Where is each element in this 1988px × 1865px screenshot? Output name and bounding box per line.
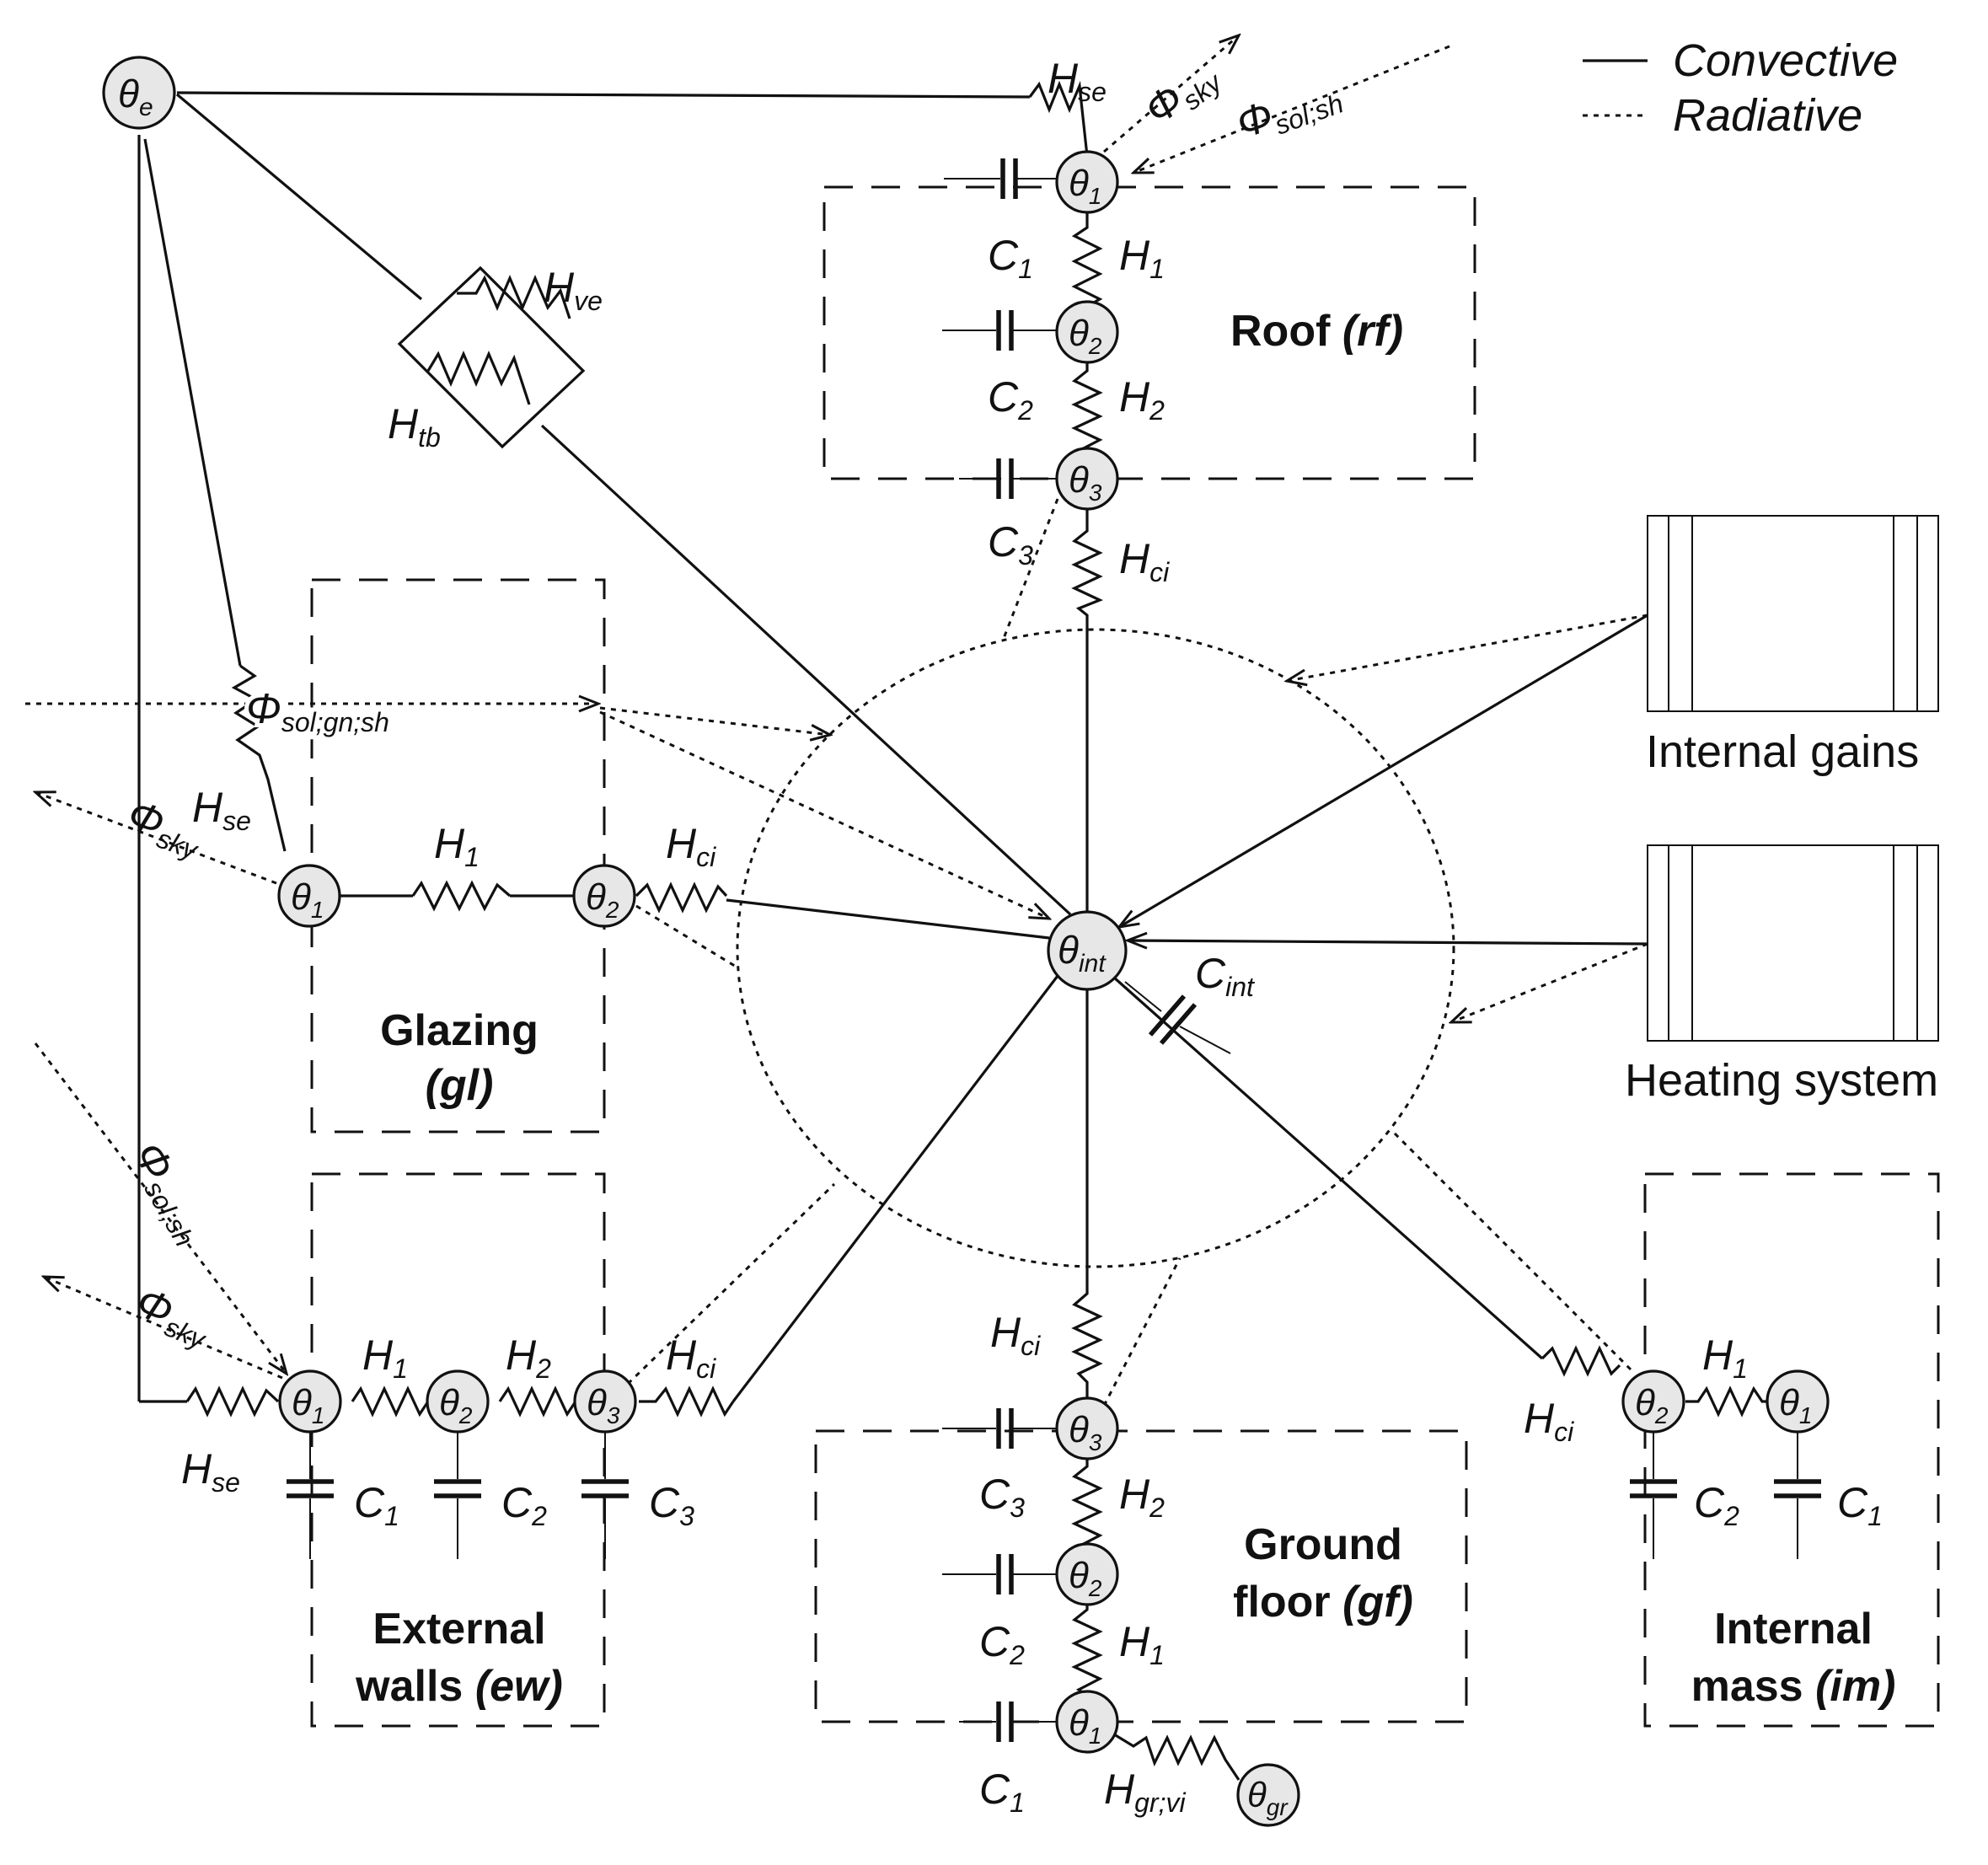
symbol-labels: Hse Φsky Φsol;sh C1 H1 C2 H2 C3 Hci Hve … xyxy=(121,49,1883,1818)
glazing-block xyxy=(310,578,606,1133)
heating-system-source: Heating system xyxy=(1625,844,1939,1106)
roof-c1-label: C1 xyxy=(988,232,1033,284)
h-ve-label: Hve xyxy=(544,264,603,316)
ew-h-se-label: Hse xyxy=(181,1445,240,1498)
ew-h-ci-label: Hci xyxy=(666,1332,716,1384)
ew-c3-label: C3 xyxy=(649,1479,694,1531)
roof-title: Roof (rf) xyxy=(1230,307,1403,356)
svg-text:θ1: θ1 xyxy=(1069,1702,1101,1749)
gf-c2-label: C2 xyxy=(979,1618,1025,1670)
node-theta-e: θe xyxy=(102,56,176,130)
svg-text:θ2: θ2 xyxy=(439,1382,473,1428)
block-titles: Roof (rf) Glazing (gl) External walls (e… xyxy=(355,307,1895,1711)
node-gf-theta-3: θ3 xyxy=(1055,1396,1119,1460)
radiative-exchange-circle xyxy=(736,628,1455,1268)
gf-title-line2: floor (gf) xyxy=(1233,1578,1413,1627)
svg-text:θ3: θ3 xyxy=(587,1382,620,1428)
gf-title-line1: Ground xyxy=(1244,1520,1402,1569)
gf-c3-label: C3 xyxy=(979,1471,1025,1523)
legend: Convective Radiative xyxy=(1583,35,1898,141)
gf-h1-label: H1 xyxy=(1119,1618,1165,1670)
glazing-title-line2: (gl) xyxy=(426,1061,494,1110)
heating-system-label: Heating system xyxy=(1625,1055,1938,1106)
node-ew-theta-3: θ3 xyxy=(573,1369,637,1434)
internal-gains-label: Internal gains xyxy=(1646,726,1919,777)
legend-radiative-label: Radiative xyxy=(1673,90,1862,141)
nodes: θe θ1 θ2 θ3 θ1 θ2 θint θ1 xyxy=(102,56,1830,1827)
roof-phi-sol-sh-label: Φsol;sh xyxy=(1230,67,1348,153)
im-title-line1: Internal xyxy=(1714,1605,1873,1653)
node-glazing-theta-2: θ2 xyxy=(572,864,636,928)
svg-text:θ1: θ1 xyxy=(1779,1382,1812,1428)
internal-gains-source: Internal gains xyxy=(1646,515,1939,777)
internal-mass-block xyxy=(1643,1172,1940,1728)
c-int-label: Cint xyxy=(1195,950,1255,1002)
im-c2-label: C2 xyxy=(1694,1479,1739,1531)
roof-c2-label: C2 xyxy=(988,373,1033,426)
svg-text:θ3: θ3 xyxy=(1069,459,1102,506)
svg-text:θ3: θ3 xyxy=(1069,1409,1102,1455)
roof-c3-label: C3 xyxy=(988,518,1033,571)
gf-h-gr-vi-label: Hgr;vi xyxy=(1104,1766,1186,1818)
capacitors xyxy=(287,158,1821,1742)
node-im-theta-2: θ2 xyxy=(1621,1369,1685,1434)
node-roof-theta-3: θ3 xyxy=(1055,447,1119,511)
ew-h1-label: H1 xyxy=(362,1332,408,1384)
node-theta-int: θint xyxy=(1047,910,1128,991)
roof-h-se-label: Hse xyxy=(1048,55,1107,107)
ew-c2-label: C2 xyxy=(501,1479,547,1531)
svg-text:θ1: θ1 xyxy=(291,876,324,923)
ew-title-line2: walls (ew) xyxy=(355,1662,563,1711)
svg-text:θ2: θ2 xyxy=(1635,1382,1669,1428)
ew-c1-label: C1 xyxy=(354,1479,399,1531)
roof-h-ci-label: Hci xyxy=(1119,535,1170,587)
glazing-phi-sol-gn-sh-label: Φsol;gn;sh xyxy=(246,685,389,737)
svg-text:θ2: θ2 xyxy=(1069,313,1102,359)
svg-text:θ1: θ1 xyxy=(292,1382,324,1428)
svg-text:θ2: θ2 xyxy=(586,876,619,923)
roof-h2-label: H2 xyxy=(1119,373,1165,426)
node-ew-theta-2: θ2 xyxy=(426,1369,490,1434)
node-gf-theta-2: θ2 xyxy=(1055,1542,1119,1606)
ew-title-line1: External xyxy=(372,1605,545,1653)
glazing-h-se-label: Hse xyxy=(192,784,251,836)
h-tb-label: Htb xyxy=(388,400,441,453)
ew-h2-label: H2 xyxy=(506,1332,551,1384)
node-ew-theta-1: θ1 xyxy=(278,1369,342,1434)
im-c1-label: C1 xyxy=(1837,1479,1883,1531)
im-h1-label: H1 xyxy=(1702,1332,1748,1384)
gf-c1-label: C1 xyxy=(979,1766,1025,1818)
roof-h1-label: H1 xyxy=(1119,232,1165,284)
ew-phi-sol-sh-label: Φsol;sh xyxy=(121,1134,218,1252)
node-roof-theta-2: θ2 xyxy=(1055,300,1119,364)
svg-text:θint: θint xyxy=(1058,928,1107,978)
svg-text:θ2: θ2 xyxy=(1069,1555,1102,1601)
node-glazing-theta-1: θ1 xyxy=(277,864,341,928)
im-title-line2: mass (im) xyxy=(1691,1662,1896,1711)
glazing-title-line1: Glazing xyxy=(380,1006,539,1055)
svg-text:θ1: θ1 xyxy=(1069,163,1101,209)
gf-h2-label: H2 xyxy=(1119,1471,1165,1523)
node-roof-theta-1: θ1 xyxy=(1055,150,1119,214)
svg-text:θgr: θgr xyxy=(1247,1775,1289,1820)
radiative-links xyxy=(25,35,1648,1407)
glazing-h1-label: H1 xyxy=(434,820,480,872)
roof-phi-sky-label: Φsky xyxy=(1135,49,1229,137)
im-h-ci-label: Hci xyxy=(1524,1395,1574,1447)
node-im-theta-1: θ1 xyxy=(1766,1369,1830,1434)
glazing-h-ci-label: Hci xyxy=(666,820,716,872)
node-gf-theta-1: θ1 xyxy=(1055,1690,1119,1754)
ew-phi-sky-label: Φsky xyxy=(128,1278,219,1355)
legend-convective-label: Convective xyxy=(1673,35,1898,86)
convective-links xyxy=(137,80,1768,1781)
gf-h-ci-label: Hci xyxy=(990,1309,1041,1361)
node-theta-gr: θgr xyxy=(1236,1763,1300,1827)
svg-text:θe: θe xyxy=(118,72,153,121)
